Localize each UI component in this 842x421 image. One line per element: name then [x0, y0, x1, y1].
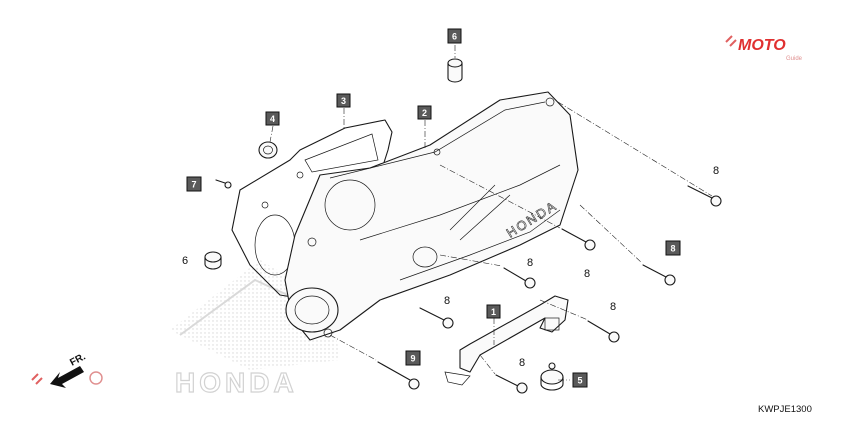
front-direction-arrow-icon: FR. [31, 351, 103, 388]
svg-text:7: 7 [191, 180, 196, 190]
callout-8-g: 8 [519, 357, 525, 369]
svg-text:1: 1 [491, 307, 496, 317]
callout-8-e: 8 [444, 295, 450, 307]
callout-9: 9 [405, 350, 421, 366]
callout-8-b: 8 [584, 268, 590, 280]
svg-text:8: 8 [670, 244, 675, 254]
callout-3: 3 [336, 93, 351, 108]
svg-text:4: 4 [270, 114, 275, 124]
cover-bracket [444, 295, 569, 386]
callout-1: 1 [486, 304, 501, 319]
callout-8-d: 8 [527, 257, 533, 269]
svg-text:5: 5 [577, 376, 582, 386]
flange-bolts [377, 185, 722, 394]
watermark-brand-text: MOTO [738, 37, 786, 54]
dowel-pin-left [204, 251, 222, 270]
svg-text:6: 6 [452, 32, 457, 42]
watermark-logo: MOTO Guide [725, 35, 803, 62]
callout-6-top: 6 [447, 28, 462, 44]
front-direction-label: FR. [68, 351, 88, 368]
watermark-subtext: Guide [786, 56, 803, 62]
svg-text:9: 9 [410, 354, 415, 364]
callout-6-left: 6 [182, 255, 188, 267]
callout-8-c: 8 [665, 240, 681, 256]
leader-lines [269, 45, 713, 381]
callout-5: 5 [572, 372, 588, 388]
callout-4: 4 [265, 111, 280, 126]
left-crankcase-cover: HONDA [284, 91, 579, 341]
callout-2: 2 [417, 105, 432, 120]
rubber-mount [540, 362, 564, 391]
small-bolt [215, 179, 232, 189]
dowel-pin-top [447, 58, 463, 83]
oil-seal [258, 141, 278, 159]
watermark-emblem-text: HONDA [175, 367, 298, 398]
svg-text:2: 2 [422, 108, 427, 118]
callout-7: 7 [186, 176, 202, 192]
diagram-code: KWPJE1300 [758, 404, 812, 415]
callout-8-a: 8 [713, 165, 719, 177]
svg-text:3: 3 [341, 96, 346, 106]
callout-8-f: 8 [610, 301, 616, 313]
